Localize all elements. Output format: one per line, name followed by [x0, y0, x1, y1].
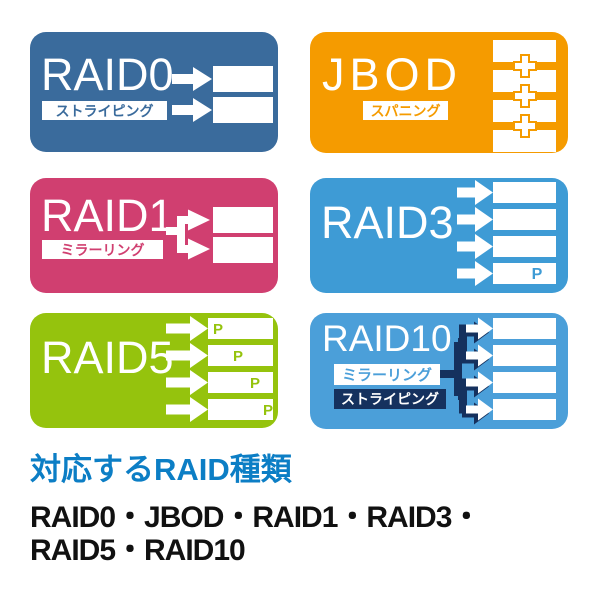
disk-bar [493, 345, 556, 366]
parity-label: P [532, 266, 543, 283]
supported-raid-heading: 対応するRAID種類 [30, 452, 292, 487]
parity-label: P [263, 402, 273, 419]
trunk-connector [440, 338, 463, 400]
card-jbod: JBOD スパニング [310, 32, 568, 153]
arrowhead-icon [188, 209, 210, 231]
disk-bar [208, 372, 273, 393]
disk-bar [493, 209, 556, 230]
arrow-icon [466, 344, 493, 367]
arrow-icon [466, 317, 493, 340]
disk-bar [493, 372, 556, 393]
raid10-diagram [440, 317, 556, 425]
disk-bar [213, 66, 273, 92]
card-jbod-title: JBOD [322, 49, 463, 100]
card-raid10: RAID10 ミラーリング ストライピング [310, 313, 568, 429]
disk-bar [208, 318, 273, 339]
disk-bar [493, 70, 556, 92]
disk-bar [213, 207, 273, 233]
supported-raid-list-line1: RAID0・JBOD・RAID1・RAID3・ [30, 501, 481, 534]
card-raid0-striping-label: ストライピング [42, 101, 167, 120]
arrowhead-icon [188, 238, 210, 260]
disk-bar [493, 100, 556, 122]
card-jbod-spanning-label: スパニング [363, 101, 448, 120]
jbod-diagram [493, 40, 556, 152]
disk-bar [493, 40, 556, 62]
raid5-diagram: P P P P [166, 316, 273, 422]
supported-raid-list-line2: RAID5・RAID10 [30, 534, 246, 567]
parity-label: P [213, 321, 223, 338]
card-raid10-striping-label: ストライピング [334, 389, 446, 409]
disk-bar [493, 236, 556, 257]
raid1-diagram [166, 207, 273, 263]
disk-bar [493, 399, 556, 420]
parity-label: P [250, 375, 260, 392]
card-raid5: RAID5 P P P P [30, 313, 278, 428]
card-raid5-title: RAID5 [41, 332, 174, 383]
fork-connector [166, 216, 188, 253]
card-raid10-mirroring-label: ミラーリング [334, 364, 440, 385]
card-raid1-mirroring-label: ミラーリング [42, 240, 163, 259]
arrow-icon [457, 180, 493, 205]
arrow-icon [457, 234, 493, 259]
plus-icon [513, 114, 537, 138]
disk-bar [213, 237, 273, 263]
arrow-icon [466, 371, 493, 394]
disk-bar [213, 97, 273, 123]
disk-bar [493, 182, 556, 203]
arrow-icon [172, 98, 212, 122]
card-raid3: RAID3 P [310, 178, 568, 293]
raid3-diagram: P [457, 180, 556, 286]
card-raid1: RAID1 ミラーリング [30, 178, 278, 293]
disk-bar [493, 263, 556, 284]
card-raid0: RAID0 ストライピング [30, 32, 278, 152]
card-raid1-title: RAID1 [41, 190, 174, 241]
disk-bar [493, 318, 556, 339]
card-raid10-title: RAID10 [322, 318, 452, 359]
arrow-icon [166, 370, 208, 395]
plus-icon [513, 84, 537, 108]
disk-bar [493, 130, 556, 152]
disk-bar [208, 345, 273, 366]
arrow-icon [166, 316, 208, 341]
arrow-icon [166, 397, 208, 422]
card-raid0-title: RAID0 [41, 49, 174, 100]
arrow-icon [172, 67, 212, 91]
disk-bar [208, 399, 273, 420]
arrow-icon [457, 261, 493, 286]
arrow-icon [166, 343, 208, 368]
arrow-icon [466, 398, 493, 421]
parity-label: P [233, 348, 243, 365]
plus-icon [513, 54, 537, 78]
raid0-diagram [172, 66, 273, 123]
arrow-icon [457, 207, 493, 232]
card-raid3-title: RAID3 [321, 197, 454, 248]
footer: 対応するRAID種類 RAID0・JBOD・RAID1・RAID3・ RAID5… [30, 451, 481, 567]
